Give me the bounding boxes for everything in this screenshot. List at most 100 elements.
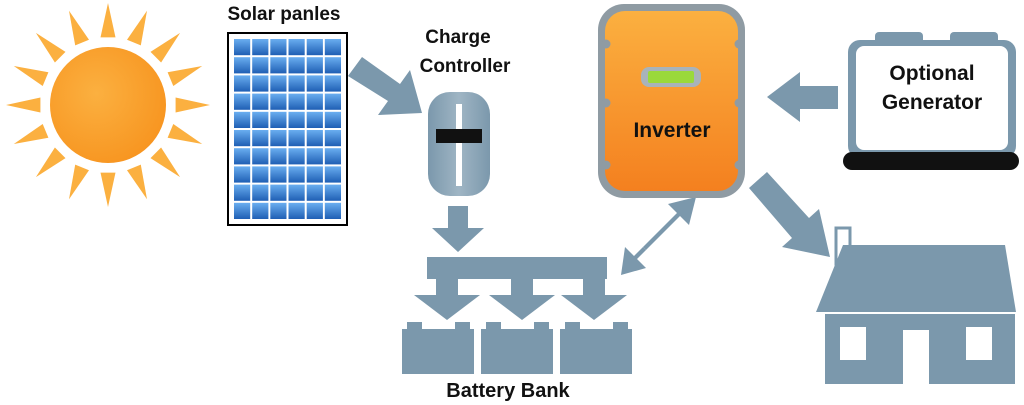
sun-ray — [100, 172, 116, 207]
sun-icon — [6, 3, 210, 207]
sun-ray — [167, 124, 203, 144]
solar-cell — [252, 39, 269, 56]
generator-label-line1: Optional — [889, 62, 974, 85]
sun-ray — [127, 164, 147, 200]
solar-panels-label: Solar panles — [228, 4, 341, 25]
solar-cell — [288, 130, 305, 147]
solar-cell — [234, 57, 251, 74]
solar-cell — [288, 57, 305, 74]
solar-cell — [234, 184, 251, 201]
solar-cell — [324, 39, 341, 56]
solar-cell — [252, 93, 269, 110]
battery-distribution-arrows — [414, 257, 627, 320]
charge-controller-label-line2: Controller — [420, 56, 511, 77]
solar-cell — [306, 39, 323, 56]
house-icon — [816, 226, 1016, 384]
solar-cell — [324, 75, 341, 92]
solar-cell — [270, 166, 287, 183]
battery-icon — [402, 322, 474, 374]
arrow-generator-to-inverter — [767, 72, 838, 122]
solar-cell — [252, 166, 269, 183]
solar-cell — [324, 166, 341, 183]
solar-cell — [252, 75, 269, 92]
solar-cell — [306, 148, 323, 165]
solar-cell — [252, 111, 269, 128]
sun-ray — [13, 124, 49, 144]
sun-ray — [100, 3, 116, 38]
sun-ray — [127, 10, 147, 46]
solar-cell — [252, 57, 269, 74]
solar-cell — [270, 202, 287, 219]
solar-cell — [234, 93, 251, 110]
arrow-controller-to-battery — [432, 206, 484, 252]
solar-cell — [324, 111, 341, 128]
solar-cell — [306, 166, 323, 183]
sun-ray — [13, 66, 49, 86]
solar-cell — [288, 93, 305, 110]
sun-ray — [35, 32, 66, 63]
solar-cell — [306, 75, 323, 92]
solar-cell — [270, 148, 287, 165]
solar-cell — [270, 111, 287, 128]
solar-cell — [252, 202, 269, 219]
battery-bank-icon — [402, 322, 632, 374]
solar-cell — [306, 93, 323, 110]
sun-ray — [35, 147, 66, 178]
battery-icon — [560, 322, 632, 374]
solar-cell — [234, 202, 251, 219]
solar-cell — [234, 111, 251, 128]
sun-ray — [167, 66, 203, 86]
solar-panel-icon — [227, 32, 348, 226]
solar-cell — [252, 148, 269, 165]
solar-cell — [324, 130, 341, 147]
solar-cell — [270, 57, 287, 74]
charge-controller-label-line1: Charge — [425, 27, 490, 48]
sun-ray — [175, 97, 210, 113]
solar-cell — [288, 166, 305, 183]
solar-cell — [288, 184, 305, 201]
generator-icon — [843, 32, 1019, 170]
solar-cell — [270, 39, 287, 56]
solar-cell — [288, 148, 305, 165]
solar-cell — [252, 130, 269, 147]
solar-cell — [288, 111, 305, 128]
sun-ray — [150, 147, 181, 178]
solar-cell — [234, 130, 251, 147]
charge-controller-icon — [428, 92, 490, 196]
solar-cell — [252, 184, 269, 201]
sun-ray — [150, 32, 181, 63]
arrow-panel-to-controller — [348, 57, 422, 115]
sun-ray — [69, 10, 89, 46]
solar-cell — [234, 148, 251, 165]
solar-cell — [270, 93, 287, 110]
solar-cell — [324, 93, 341, 110]
solar-cell — [306, 184, 323, 201]
solar-cell — [324, 57, 341, 74]
solar-cell — [306, 202, 323, 219]
solar-cell — [234, 75, 251, 92]
battery-bank-label: Battery Bank — [446, 380, 570, 402]
inverter-label: Inverter — [633, 119, 710, 142]
solar-cell — [324, 184, 341, 201]
solar-cell — [270, 184, 287, 201]
solar-cell — [234, 39, 251, 56]
arrow-inverter-to-house — [749, 172, 830, 257]
solar-cell — [288, 202, 305, 219]
inverter-icon — [598, 4, 745, 198]
solar-cell — [324, 202, 341, 219]
sun-disc — [50, 47, 166, 163]
solar-cell — [288, 39, 305, 56]
solar-cell — [306, 57, 323, 74]
battery-icon — [481, 322, 553, 374]
solar-cell — [306, 111, 323, 128]
solar-cell — [288, 75, 305, 92]
sun-ray — [69, 164, 89, 200]
generator-label-line2: Generator — [882, 91, 982, 114]
solar-cell — [324, 148, 341, 165]
solar-cell — [234, 166, 251, 183]
solar-cell — [270, 75, 287, 92]
sun-ray — [6, 97, 41, 113]
solar-cell — [270, 130, 287, 147]
arrow-battery-inverter-bidirectional — [621, 197, 696, 275]
